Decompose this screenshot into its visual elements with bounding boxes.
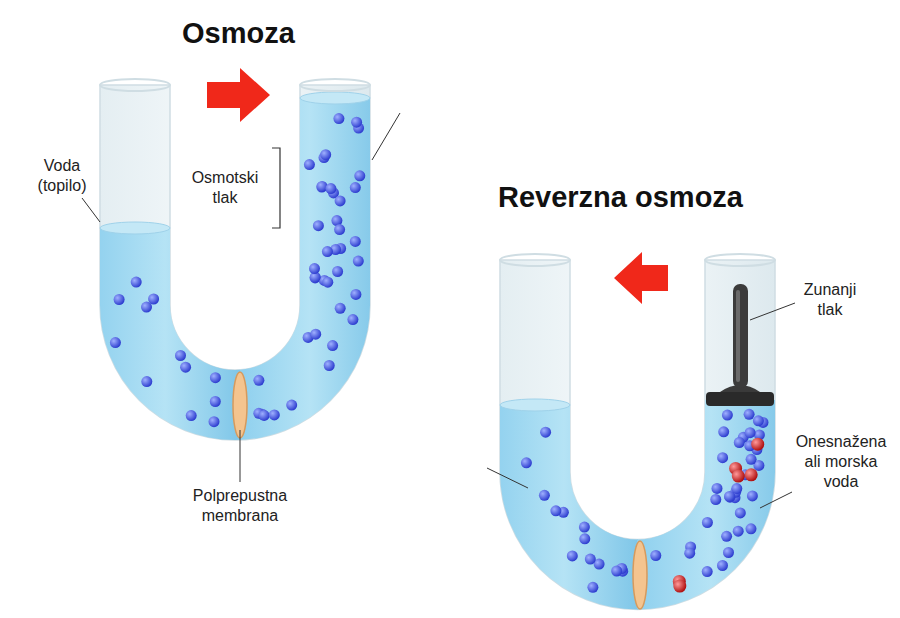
contaminant-particle	[745, 468, 758, 481]
contaminant-particle	[751, 438, 764, 451]
leader-line	[82, 198, 100, 222]
water-molecule	[745, 427, 756, 438]
water-molecule	[733, 526, 744, 537]
water-molecule	[721, 531, 732, 542]
water-molecule	[210, 372, 221, 383]
water-molecule	[334, 224, 345, 235]
contaminant-particle	[673, 580, 686, 593]
water-molecule	[320, 149, 331, 160]
water-molecule	[310, 329, 321, 340]
water-molecule	[131, 277, 142, 288]
membrane	[233, 372, 247, 438]
leader-line	[760, 492, 792, 508]
water-molecule	[332, 266, 343, 277]
part-label: Zunanji tlak	[790, 280, 870, 320]
water-molecule	[175, 350, 186, 361]
water-molecule	[313, 220, 324, 231]
water-molecule	[585, 554, 596, 565]
part-label: Polprepustna membrana	[180, 486, 300, 526]
water-molecule	[746, 523, 757, 534]
water-molecule	[684, 548, 695, 559]
water-molecule	[269, 409, 280, 420]
flow-arrow	[207, 68, 270, 122]
part-label: Onesnažena ali morska voda	[786, 432, 896, 492]
water-molecule	[539, 490, 550, 501]
water-molecule	[253, 375, 264, 386]
water-molecule	[141, 376, 152, 387]
leader-line	[750, 303, 795, 320]
leader-line	[372, 113, 400, 160]
water-molecule	[717, 560, 728, 571]
water-molecule	[350, 182, 361, 193]
water-molecule	[734, 437, 745, 448]
water-molecule	[347, 314, 358, 325]
water-molecule	[744, 409, 755, 420]
water	[490, 400, 785, 618]
water-molecule	[725, 492, 736, 503]
water-molecule	[209, 416, 220, 427]
water-molecule	[333, 113, 344, 124]
water-molecule	[550, 505, 561, 516]
water-molecule	[702, 517, 713, 528]
water-molecule	[587, 582, 598, 593]
water-molecule	[286, 400, 297, 411]
contaminant-particle	[732, 470, 745, 483]
water-molecule	[180, 362, 191, 373]
water-molecule	[110, 337, 121, 348]
water-molecule	[114, 294, 125, 305]
water-molecule	[309, 263, 320, 274]
water-molecule	[722, 410, 733, 421]
water-molecule	[335, 195, 346, 206]
water-molecule	[327, 340, 338, 351]
water-molecule	[753, 415, 764, 426]
water-molecule	[322, 246, 333, 257]
water	[90, 98, 380, 458]
water-molecule	[710, 494, 721, 505]
part-label: Osmotski tlak	[182, 168, 268, 208]
water-molecule	[322, 277, 333, 288]
water-molecule	[650, 550, 661, 561]
water-molecule	[259, 410, 270, 421]
water-molecule	[350, 236, 361, 247]
water-molecule	[746, 454, 757, 465]
water-molecule	[186, 410, 197, 421]
water-molecule	[324, 360, 335, 371]
bracket	[272, 148, 280, 228]
water-molecule	[148, 294, 159, 305]
water-molecule	[540, 427, 551, 438]
water-molecule	[724, 491, 735, 502]
water-molecule	[354, 170, 365, 181]
water-molecule	[210, 396, 221, 407]
water-molecule	[611, 566, 622, 577]
title-heading: Osmoza	[182, 16, 295, 50]
water-molecule	[353, 256, 364, 267]
water-molecule	[718, 426, 729, 437]
leader-line	[487, 468, 528, 488]
water-molecule	[350, 289, 361, 300]
water-molecule	[717, 452, 728, 463]
water-molecule	[304, 159, 315, 170]
part-label: Voda (topilo)	[22, 156, 102, 196]
leader-line	[240, 430, 241, 482]
water-molecule	[579, 522, 590, 533]
water-molecule	[579, 533, 590, 544]
flow-arrow	[614, 252, 668, 304]
water-molecule	[325, 183, 336, 194]
water-molecule	[747, 490, 758, 501]
water-molecule	[723, 547, 734, 558]
piston	[706, 284, 774, 406]
water-molecule	[735, 507, 746, 518]
water-molecule	[521, 457, 532, 468]
water-molecule	[712, 483, 723, 494]
water-molecule	[335, 303, 346, 314]
water-molecule	[567, 550, 578, 561]
water-molecule	[351, 117, 362, 128]
membrane	[633, 541, 647, 609]
title-heading: Reverzna osmoza	[498, 180, 743, 214]
water-molecule	[702, 566, 713, 577]
